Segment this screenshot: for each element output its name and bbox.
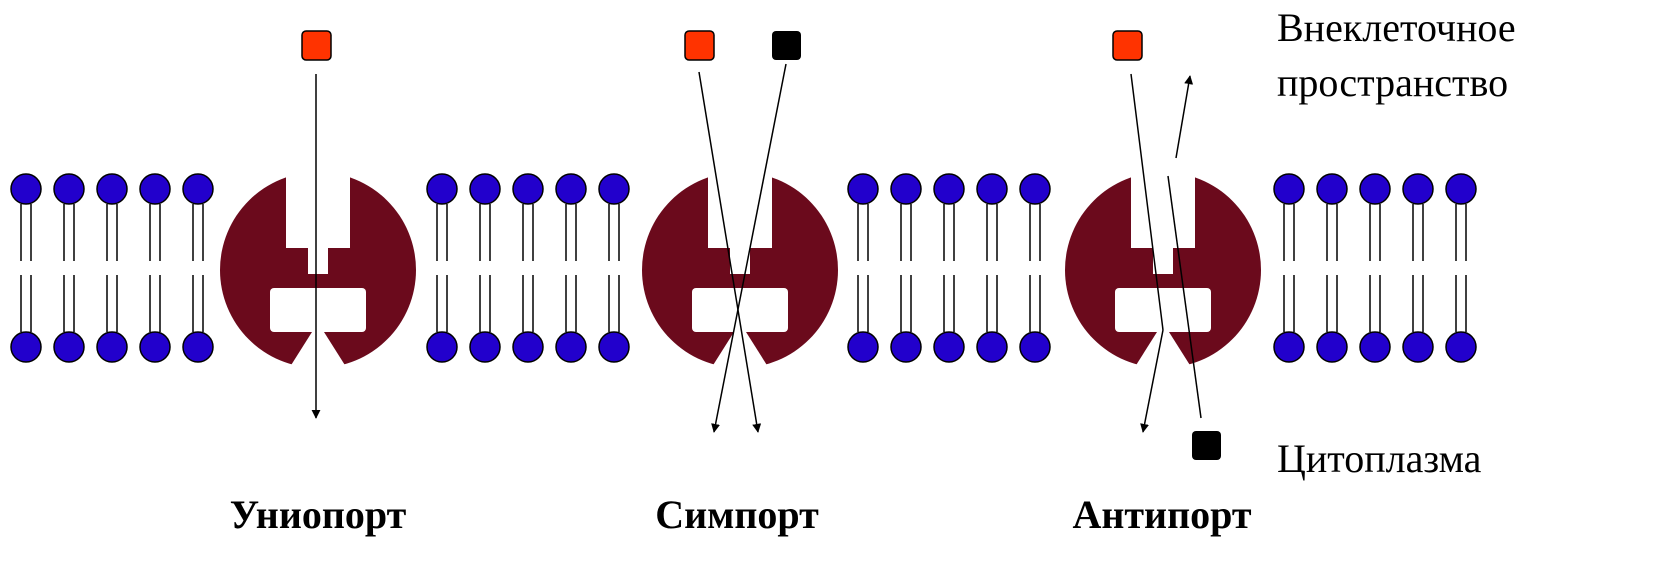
phospholipid [976,173,1008,363]
lipid-head [933,173,965,205]
lipid-head [1402,331,1434,363]
lipid-head [890,173,922,205]
lipid-head [10,173,42,205]
lipid-head [1402,173,1434,205]
lipid-head [555,331,587,363]
lipid-head [53,331,85,363]
symport-carrier-protein [642,160,838,370]
lipid-head [847,331,879,363]
symport-arrow-black [711,63,787,433]
phospholipid [53,173,85,363]
phospholipid [1316,173,1348,363]
lipid-head [1359,173,1391,205]
lipid-head [426,173,458,205]
phospholipid [10,173,42,363]
phospholipid [598,173,630,363]
antiport-carrier-protein [1065,160,1261,370]
lipid-head [1445,173,1477,205]
phospholipid [847,173,879,363]
symport-arrow-red [698,71,762,433]
phospholipid [890,173,922,363]
lipid-head [1019,173,1051,205]
phospholipid [182,173,214,363]
lipid-head [1445,331,1477,363]
lipid-head [1316,173,1348,205]
lipid-head [1316,331,1348,363]
lipid-head [182,331,214,363]
lipid-head [1019,331,1051,363]
phospholipid [555,173,587,363]
lipid-head [1359,331,1391,363]
lipid-head [96,173,128,205]
antiport-arrow-black-exit [1175,75,1194,159]
lipid-head [53,173,85,205]
phospholipid [1273,173,1305,363]
lipid-head [1273,173,1305,205]
symport-substance-red [684,30,715,61]
symport-substance-black [772,31,801,60]
lipid-head [512,173,544,205]
lipid-head [512,331,544,363]
extracellular-label-line1: Внеклеточное [1277,5,1516,50]
phospholipid [96,173,128,363]
lipid-head [598,173,630,205]
lipid-head [1273,331,1305,363]
lipid-bilayer [10,173,1477,363]
antiport-arrow-red [1130,73,1164,331]
lipid-head [847,173,879,205]
antiport-arrow-red-exit [1140,329,1164,433]
antiport-arrow-black [1167,175,1202,419]
phospholipid [426,173,458,363]
phospholipid [1402,173,1434,363]
phospholipid [139,173,171,363]
lipid-head [976,331,1008,363]
phospholipid [469,173,501,363]
antiport-substance-black [1192,431,1221,460]
uniport-label: Униопорт [230,492,407,537]
symport-label: Симпорт [655,492,819,537]
lipid-head [976,173,1008,205]
lipid-head [426,331,458,363]
lipid-head [555,173,587,205]
lipid-head [139,173,171,205]
lipid-head [598,331,630,363]
lipid-head [182,173,214,205]
phospholipid [1445,173,1477,363]
uniport-substance-red [301,30,332,61]
lipid-head [96,331,128,363]
extracellular-label-line2: пространство [1277,60,1508,105]
lipid-head [933,331,965,363]
cytoplasm-label: Цитоплазма [1277,436,1482,481]
antiport-substance-red [1112,30,1143,61]
lipid-head [139,331,171,363]
lipid-head [10,331,42,363]
phospholipid [1019,173,1051,363]
phospholipid [512,173,544,363]
phospholipid [933,173,965,363]
uniport-carrier-protein [220,160,416,370]
lipid-head [469,173,501,205]
phospholipid [1359,173,1391,363]
lipid-head [890,331,922,363]
antiport-label: Антипорт [1072,492,1251,537]
lipid-head [469,331,501,363]
